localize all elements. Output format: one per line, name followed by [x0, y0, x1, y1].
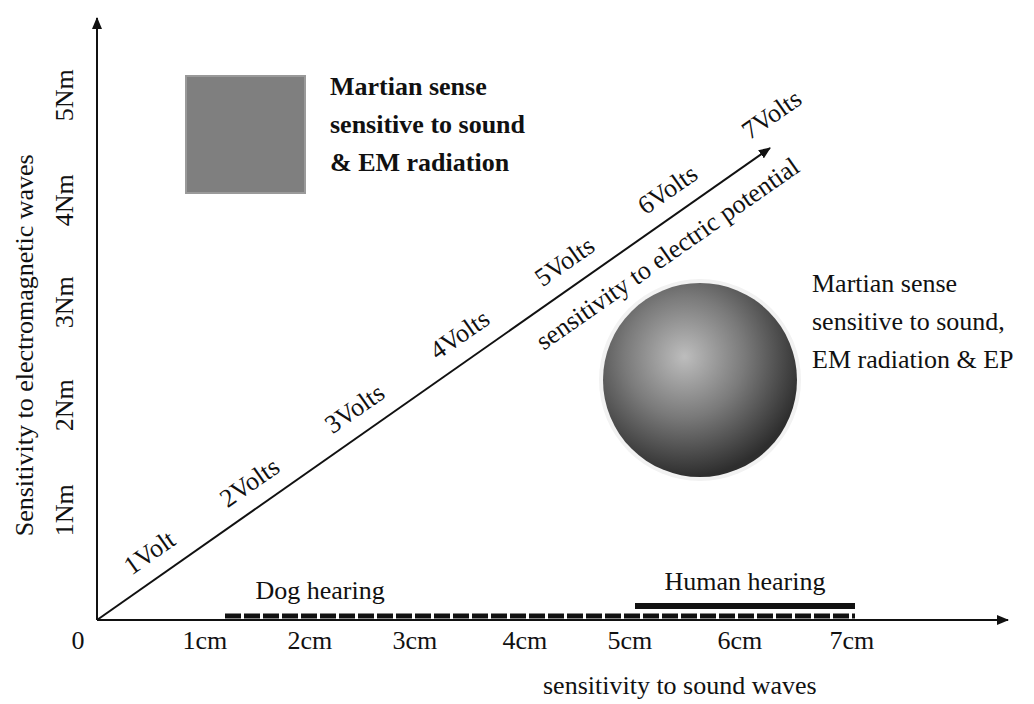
tick-label: 3Nm	[51, 276, 80, 328]
square-shape	[185, 75, 307, 195]
range-label: Dog hearing	[256, 577, 385, 606]
origin-label: 0	[72, 627, 85, 656]
tick-label: 5Nm	[51, 69, 80, 121]
tick-label: 1cm	[183, 627, 228, 656]
tick-label: 6Volts	[633, 159, 703, 220]
node-caption: Martian sense sensitive to sound, EM rad…	[812, 265, 1017, 379]
tick-label: 3Volts	[320, 378, 390, 439]
tick-label: 5cm	[608, 627, 653, 656]
y-axis	[96, 18, 98, 620]
tick-label: 4Nm	[51, 174, 80, 226]
tick-label: 2cm	[288, 627, 333, 656]
node-caption: Martian sense sensitive to sound & EM ra…	[330, 68, 535, 182]
tick-label: 6cm	[718, 627, 763, 656]
tick-label: 7Volts	[737, 84, 807, 145]
tick-label: 1Nm	[51, 484, 80, 536]
axis-title: sensitivity to sound waves	[543, 672, 817, 701]
dog-hearing-bar	[225, 614, 855, 619]
sphere-shape	[597, 277, 803, 483]
tick-label: 7cm	[830, 627, 875, 656]
tick-label: 2Volts	[215, 452, 285, 513]
tick-label: 3cm	[393, 627, 438, 656]
tick-label: 4Volts	[425, 304, 495, 365]
x-axis	[97, 619, 1008, 621]
square-node: Martian sense sensitive to sound & EM ra…	[185, 68, 545, 228]
axis-title: Sensitivity to electromagnetic waves	[11, 154, 40, 536]
tick-label: 1Volt	[119, 525, 181, 580]
tick-label: 2Nm	[51, 379, 80, 431]
range-label: Human hearing	[665, 568, 826, 597]
tick-label: 4cm	[503, 627, 548, 656]
sphere-node: Martian sense sensitive to sound, EM rad…	[603, 265, 1023, 495]
human-hearing-bar	[635, 603, 855, 609]
tick-label: 5Volts	[530, 231, 600, 292]
